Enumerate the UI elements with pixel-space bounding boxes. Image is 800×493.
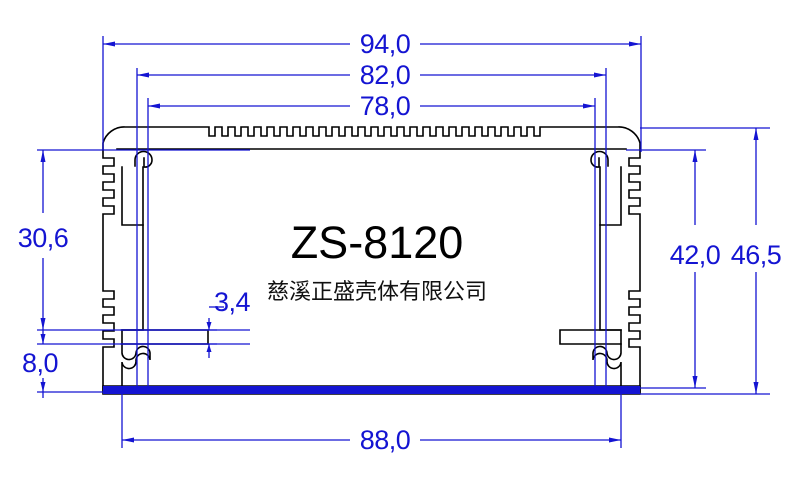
arrow-right-82 <box>594 72 606 78</box>
dimension-base-width: 88,0 <box>121 386 622 455</box>
right-inner-rib <box>599 166 622 226</box>
right-snap-profile <box>592 343 622 392</box>
arrow-left-82 <box>137 72 149 78</box>
dim-label-465: 46,5 <box>731 240 782 270</box>
arrow-top-80 <box>40 334 46 344</box>
outer-shell-top-edge <box>102 126 641 151</box>
left-inner-wall <box>121 166 144 331</box>
left-lower-slot <box>121 329 209 345</box>
base-plate-fill <box>103 386 640 394</box>
dim-label-80: 8,0 <box>22 348 58 378</box>
part-number-label: ZS-8120 <box>291 217 464 268</box>
dimension-groove-width: 78,0 <box>147 91 596 392</box>
company-name-label: 慈溪正盛壳体有限公司 <box>267 280 487 305</box>
dimension-overall-width: 94,0 <box>102 29 642 152</box>
arrow-bottom-465 <box>753 382 759 394</box>
arrow-left-88 <box>122 437 134 443</box>
arrow-left-78 <box>148 103 160 109</box>
dim-label-88: 88,0 <box>360 425 411 455</box>
right-outer-wall-with-fins <box>628 149 641 393</box>
arrow-top-420 <box>692 150 698 162</box>
arrow-bottom-420 <box>692 376 698 388</box>
left-outer-wall-with-fins <box>102 149 115 393</box>
arrow-right-78 <box>583 103 595 109</box>
arrow-right-94 <box>629 41 641 47</box>
arrow-bottom-34 <box>206 344 212 352</box>
dimension-inner-width-upper: 82,0 <box>136 60 607 392</box>
dim-label-78: 78,0 <box>360 91 411 121</box>
arrow-left-94 <box>103 41 115 47</box>
right-lower-slot <box>559 329 622 345</box>
dim-label-94: 94,0 <box>360 29 411 59</box>
left-inner-rib <box>121 166 144 226</box>
dimension-inner-height: 42,0 <box>626 149 721 389</box>
dimension-upper-height: 30,6 <box>18 149 250 331</box>
dim-label-34: 3,4 <box>214 287 251 317</box>
dim-label-82: 82,0 <box>360 60 411 90</box>
arrow-right-88 <box>609 437 621 443</box>
arrow-bottom-80 <box>40 382 46 392</box>
dimension-slot-height: 3,4 <box>120 287 251 358</box>
dim-label-420: 42,0 <box>670 240 721 270</box>
arrow-top-465 <box>753 128 759 140</box>
arrow-top-34 <box>206 322 212 330</box>
arrow-bottom-306 <box>40 318 46 330</box>
dimension-overall-height: 46,5 <box>640 127 782 395</box>
left-snap-profile <box>121 343 151 392</box>
right-inner-wall <box>599 166 622 331</box>
arrow-top-306 <box>40 150 46 162</box>
dim-label-306: 30,6 <box>18 223 69 253</box>
